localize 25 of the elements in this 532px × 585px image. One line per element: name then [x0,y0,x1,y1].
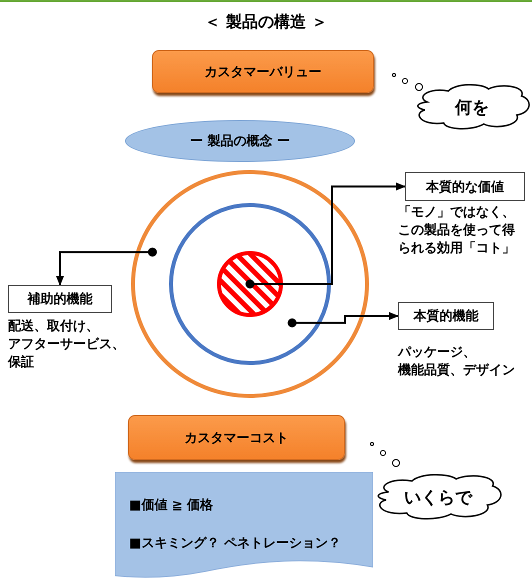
bullet-text: ■スキミング？ ペネトレーション？ [129,535,341,552]
label-text: ー 製品の概念 ー [190,133,290,150]
description-text: パッケージ、機能品質、デザイン [398,344,516,380]
leader-line [56,248,157,286]
diagram-title: ＜ 製品の構造 ＞ [204,12,328,31]
title-bar [152,50,374,93]
description-text: 「モノ」ではなく、この製品を使って得られる効用「コト」 [398,204,516,258]
middle-circle [169,203,331,365]
cloud-text: 何を [455,96,489,118]
leader-line [288,312,399,328]
description-text: 配送、取付け、アフターサービス、保証 [8,318,126,372]
cloud-text: いくらで [404,486,472,508]
label-text: 補助的機能 [28,290,92,308]
leader-line [246,182,406,288]
heading-text: カスタマーコスト [184,430,288,446]
heading-text: カスタマーバリュー [204,64,322,80]
label-text: 本質的機能 [414,308,478,325]
label-box [8,285,112,313]
title-bar [128,415,345,460]
note-panel [115,472,373,580]
label-box [398,302,494,330]
outer-circle [131,170,369,398]
label-box [405,172,525,201]
bullet-text: ■価値 ≧ 価格 [129,497,214,514]
label-text: 本質的な価値 [426,178,504,196]
